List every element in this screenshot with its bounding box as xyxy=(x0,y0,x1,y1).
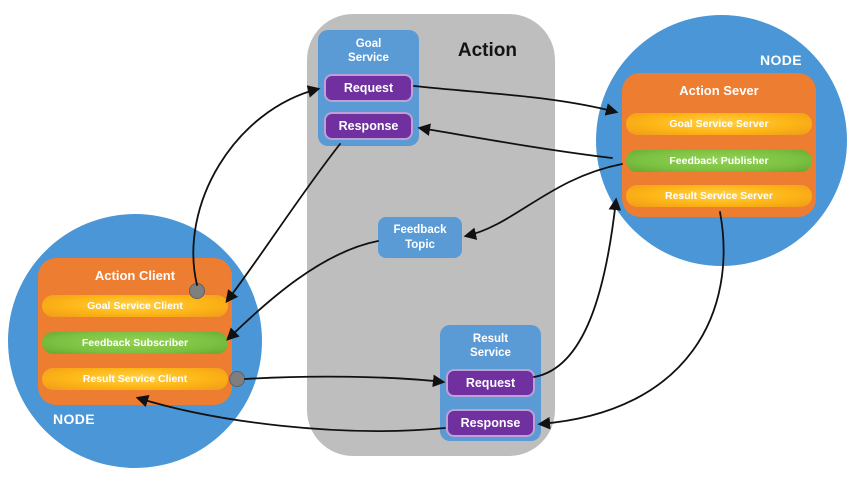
pill-goal-service-server: Goal Service Server xyxy=(626,113,812,135)
pill-result-service-server: Result Service Server xyxy=(626,185,812,207)
goal-service-box: Goal Service Request Response xyxy=(318,30,419,146)
result-service-box: Result Service Request Response xyxy=(440,325,541,441)
action-client-title: Action Client xyxy=(94,268,176,283)
feedback-topic-box: Feedback Topic xyxy=(378,217,462,258)
action-server-box: Action Sever Goal Service Server Feedbac… xyxy=(622,73,816,217)
pill-goal-service-client: Goal Service Client xyxy=(42,295,228,317)
connector-dot-goal-client xyxy=(189,283,205,299)
goal-service-title: Goal Service xyxy=(348,38,389,65)
pill-result-service-client: Result Service Client xyxy=(42,368,228,390)
result-response-button: Response xyxy=(446,409,535,437)
feedback-topic-title: Feedback Topic xyxy=(393,224,447,251)
client-node-label: NODE xyxy=(53,411,96,427)
connector-dot-result-client xyxy=(229,371,245,387)
action-server-title: Action Sever xyxy=(679,83,759,98)
goal-response-button: Response xyxy=(324,112,413,140)
action-client-box: Action Client Goal Service Client Feedba… xyxy=(38,258,232,405)
result-request-button: Request xyxy=(446,369,535,397)
server-node-label: NODE xyxy=(760,52,803,68)
pill-feedback-publisher: Feedback Publisher xyxy=(626,150,812,172)
goal-request-button: Request xyxy=(324,74,413,102)
pill-feedback-subscriber: Feedback Subscriber xyxy=(42,332,228,354)
result-service-title: Result Service xyxy=(470,333,511,360)
action-panel-title: Action xyxy=(457,40,517,61)
